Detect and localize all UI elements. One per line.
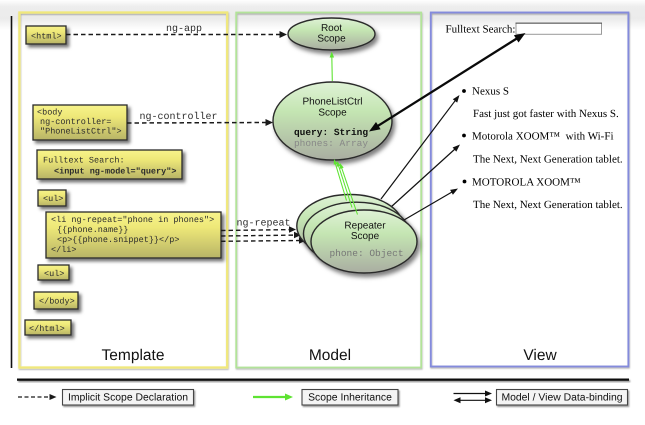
svg-text:</body>: </body>: [39, 297, 75, 307]
svg-text:Template: Template: [102, 347, 165, 364]
svg-text:Scope: Scope: [351, 231, 380, 242]
svg-text:Scope: Scope: [317, 34, 346, 45]
svg-text:Motorola XOOM™ with Wi-Fi: Motorola XOOM™ with Wi-Fi: [472, 131, 614, 143]
svg-text:Model / View Data-binding: Model / View Data-binding: [501, 393, 622, 404]
svg-text:"PhoneListCtrl">: "PhoneListCtrl">: [40, 127, 122, 137]
svg-text:The Next, Next Generation tabl: The Next, Next Generation tablet.: [473, 199, 623, 211]
svg-text:<html>: <html>: [31, 32, 62, 42]
svg-text:phones: Array: phones: Array: [294, 138, 368, 149]
svg-text:<input ng-model="query">: <input ng-model="query">: [54, 167, 176, 177]
svg-text:Nexus S: Nexus S: [472, 86, 509, 98]
svg-text:query: String: query: String: [294, 127, 368, 138]
svg-text:The Next, Next Generation tabl: The Next, Next Generation tablet.: [473, 154, 623, 166]
svg-text:PhoneListCtrl: PhoneListCtrl: [302, 97, 362, 108]
svg-text:</html>: </html>: [29, 324, 65, 334]
svg-text:MOTOROLA XOOM™: MOTOROLA XOOM™: [472, 177, 581, 189]
svg-text:Fast just got faster with Nexu: Fast just got faster with Nexus S.: [473, 108, 619, 120]
svg-text:ng-app: ng-app: [166, 24, 202, 35]
svg-text:phone: Object: phone: Object: [329, 248, 403, 259]
svg-text:<ul>: <ul>: [44, 269, 64, 279]
svg-text:Scope Inheritance: Scope Inheritance: [308, 393, 392, 404]
svg-text:<body: <body: [37, 108, 63, 118]
svg-text:</li>: </li>: [51, 245, 77, 255]
svg-text:<ul>: <ul>: [43, 194, 63, 204]
svg-text:{{phone.name}}: {{phone.name}}: [57, 225, 128, 235]
svg-text:Scope: Scope: [318, 108, 347, 119]
svg-text:View: View: [523, 347, 557, 364]
svg-text:Fulltext Search:: Fulltext Search:: [446, 24, 516, 36]
svg-text:Root: Root: [321, 23, 342, 34]
svg-text:ng-controller=: ng-controller=: [40, 117, 111, 127]
svg-text:Repeater: Repeater: [344, 221, 386, 232]
svg-text:Model: Model: [309, 347, 351, 364]
svg-text:<li ng-repeat="phone in phones: <li ng-repeat="phone in phones">: [51, 215, 214, 225]
svg-text:Fulltext Search:: Fulltext Search:: [43, 156, 125, 166]
svg-text:Implicit Scope Declaration: Implicit Scope Declaration: [68, 393, 188, 404]
svg-text:ng-controller: ng-controller: [139, 111, 217, 123]
svg-text:<p>{{phone.snippet}}</p>: <p>{{phone.snippet}}</p>: [57, 235, 179, 245]
svg-text:ng-repeat: ng-repeat: [236, 219, 290, 230]
